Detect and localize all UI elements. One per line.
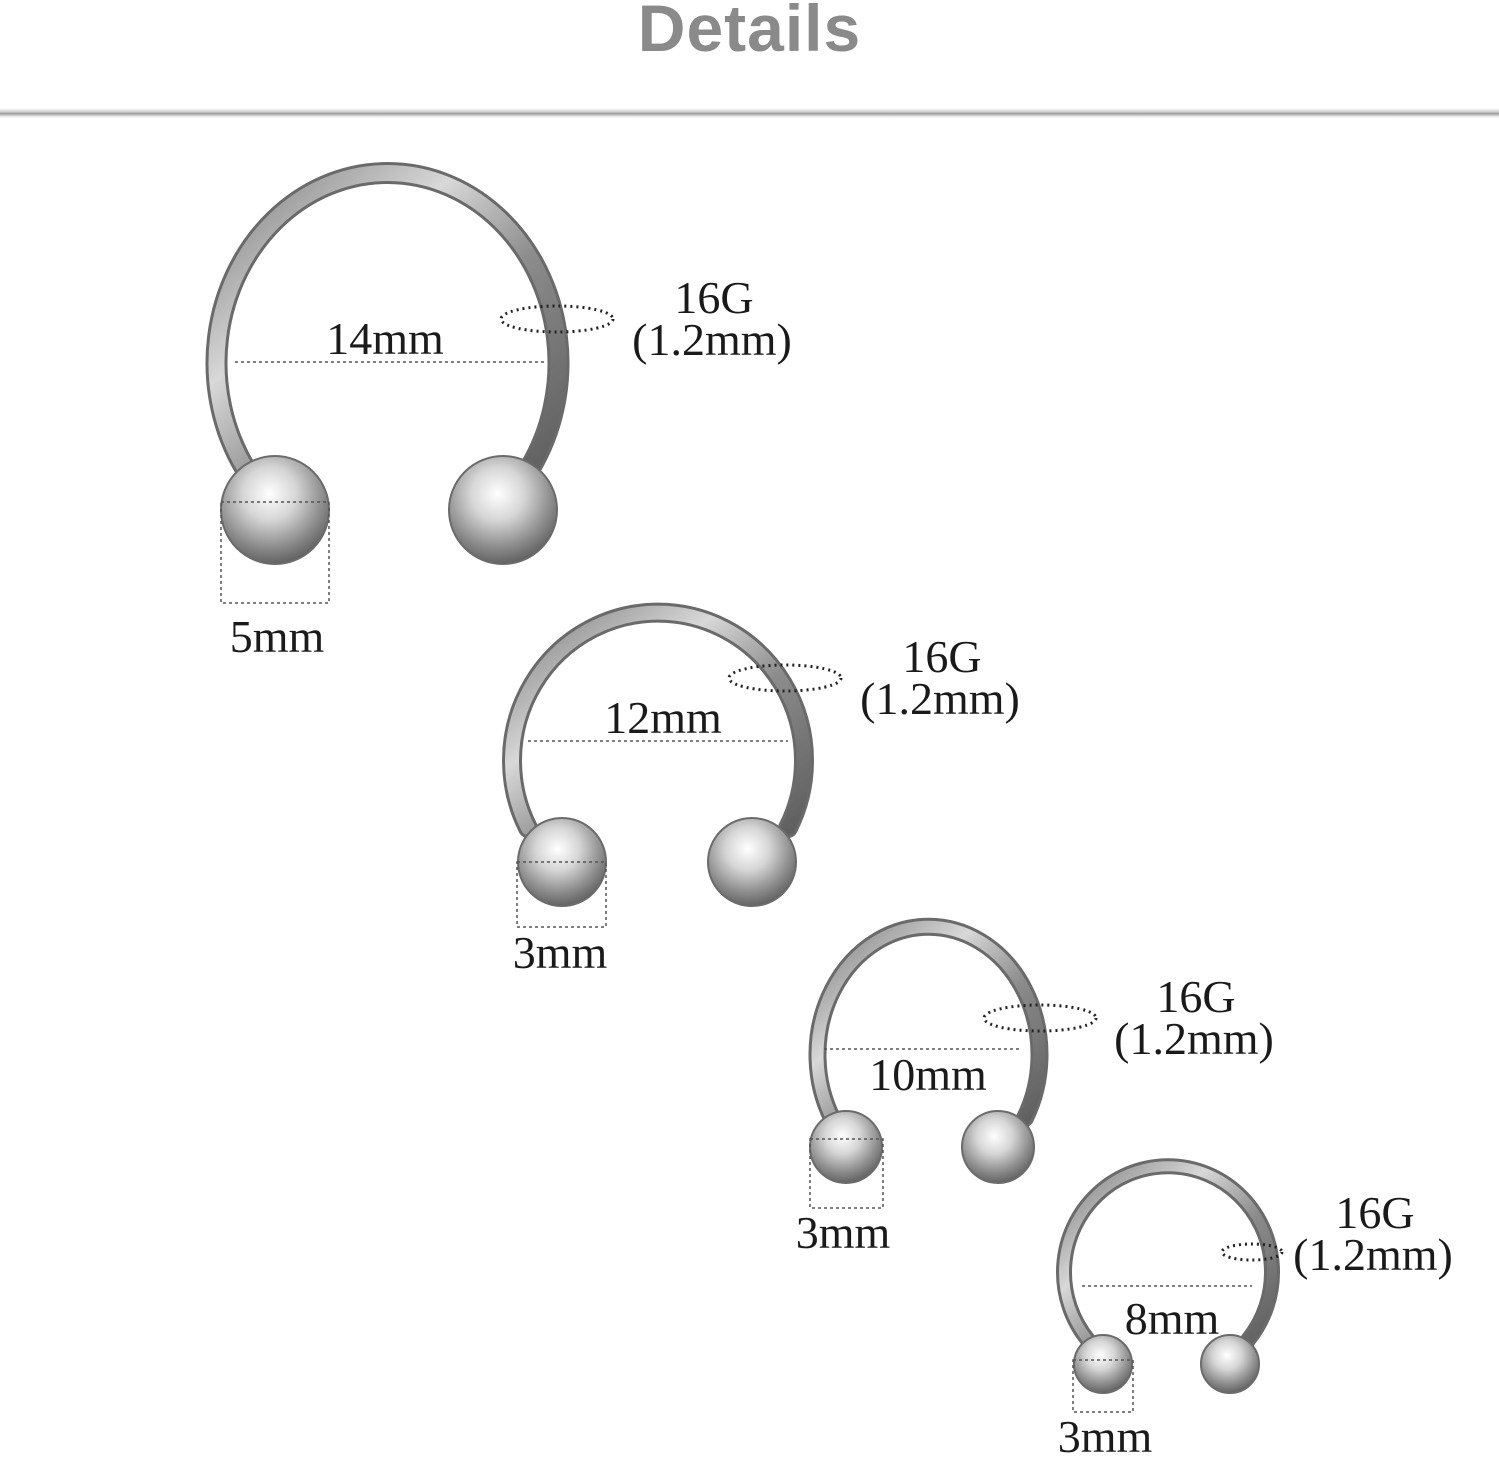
horseshoe-ring-14mm: 14mm 5mm 16G (1.2mm): [205, 161, 792, 662]
gauge-label: 16G: [1156, 971, 1235, 1022]
ball-size-label: 3mm: [1058, 1411, 1153, 1459]
gauge-mm-label: (1.2mm): [1293, 1229, 1453, 1280]
ball-right: [448, 455, 558, 565]
diameter-label: 10mm: [869, 1049, 987, 1100]
page-title: Details: [637, 0, 862, 65]
ball-right: [1200, 1334, 1260, 1394]
horseshoe-ring-10mm: 10mm 3mm 16G (1.2mm): [796, 917, 1274, 1258]
diameter-label: 14mm: [326, 313, 444, 364]
ball-left: [220, 455, 330, 565]
ball-right: [707, 817, 797, 907]
gauge-mm-label: (1.2mm): [632, 314, 792, 365]
diameter-label: 12mm: [604, 692, 722, 743]
ball-right: [961, 1110, 1035, 1184]
gauge-label: 16G: [1335, 1187, 1414, 1238]
gauge-mm-label: (1.2mm): [1114, 1013, 1274, 1064]
gauge-mm-label: (1.2mm): [860, 673, 1020, 724]
gauge-label: 16G: [902, 631, 981, 682]
divider: [0, 108, 1499, 118]
ball-size-label: 3mm: [796, 1207, 891, 1258]
ball-size-label: 3mm: [513, 927, 608, 978]
horseshoe-ring-12mm: 12mm 3mm 16G (1.2mm): [502, 602, 1020, 978]
ball-left: [809, 1110, 883, 1184]
gauge-label: 16G: [674, 272, 753, 323]
ball-left: [1073, 1334, 1133, 1394]
ball-size-label: 5mm: [230, 611, 325, 662]
diameter-label: 8mm: [1125, 1293, 1220, 1344]
horseshoe-ring-8mm: 8mm 3mm 16G (1.2mm): [1056, 1158, 1453, 1459]
